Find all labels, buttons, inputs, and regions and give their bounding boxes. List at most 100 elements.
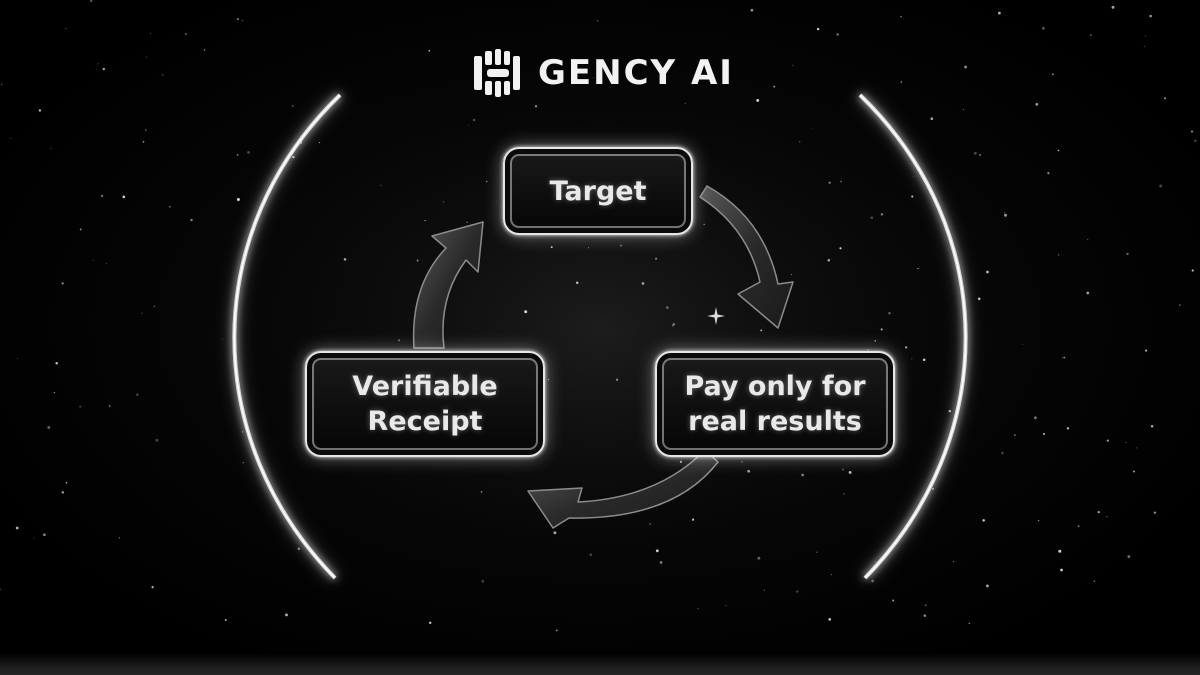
star bbox=[442, 200, 445, 203]
star bbox=[153, 305, 156, 308]
star bbox=[10, 137, 12, 139]
star bbox=[428, 621, 432, 625]
star bbox=[1127, 555, 1131, 559]
star bbox=[836, 33, 839, 36]
star bbox=[155, 438, 159, 442]
star bbox=[655, 257, 658, 260]
star bbox=[871, 579, 874, 583]
arrow-target-to-pay bbox=[699, 185, 794, 329]
star bbox=[190, 218, 193, 222]
star bbox=[922, 358, 926, 362]
star bbox=[760, 329, 763, 332]
star bbox=[467, 124, 469, 126]
star bbox=[0, 83, 3, 86]
star bbox=[1179, 304, 1181, 306]
star bbox=[587, 247, 590, 249]
star bbox=[203, 49, 206, 51]
star bbox=[796, 590, 799, 593]
star bbox=[1058, 254, 1060, 256]
star bbox=[1106, 516, 1108, 518]
star bbox=[184, 33, 187, 35]
right-bracket-arc bbox=[856, 91, 971, 582]
star bbox=[47, 426, 51, 429]
star bbox=[1086, 238, 1089, 241]
star bbox=[828, 181, 831, 184]
star bbox=[398, 339, 401, 342]
star bbox=[982, 519, 985, 522]
star bbox=[1043, 433, 1045, 435]
star bbox=[757, 556, 761, 560]
star bbox=[1149, 14, 1152, 18]
arrow-pay-to-receipt bbox=[527, 449, 719, 529]
star bbox=[495, 200, 497, 202]
star bbox=[79, 405, 82, 408]
star bbox=[684, 102, 686, 105]
star bbox=[43, 533, 46, 537]
star bbox=[1153, 511, 1157, 514]
star bbox=[747, 469, 751, 473]
star bbox=[801, 473, 804, 477]
star bbox=[917, 267, 919, 270]
star bbox=[92, 259, 94, 261]
star bbox=[1066, 427, 1070, 430]
star bbox=[741, 461, 743, 463]
star bbox=[550, 246, 553, 249]
star bbox=[236, 18, 239, 21]
star bbox=[65, 481, 68, 484]
star bbox=[1086, 291, 1090, 295]
star bbox=[912, 175, 914, 177]
star bbox=[122, 195, 126, 199]
star bbox=[428, 49, 431, 52]
star bbox=[911, 195, 914, 198]
sparkle-icon bbox=[707, 307, 725, 325]
star bbox=[95, 68, 97, 70]
star bbox=[799, 141, 801, 143]
star bbox=[97, 63, 99, 65]
star bbox=[1077, 525, 1080, 527]
star bbox=[830, 574, 832, 576]
star bbox=[725, 604, 727, 606]
stacked-bars-logo-icon bbox=[474, 49, 520, 97]
star bbox=[1150, 425, 1154, 428]
star bbox=[592, 77, 594, 79]
star bbox=[1093, 580, 1096, 583]
star bbox=[318, 141, 321, 144]
brand-name: GENCY AI bbox=[538, 53, 734, 93]
star bbox=[485, 180, 488, 183]
star bbox=[247, 151, 250, 154]
star bbox=[692, 518, 695, 521]
star bbox=[144, 129, 147, 131]
star bbox=[142, 141, 145, 143]
star bbox=[880, 328, 883, 331]
star bbox=[1004, 212, 1006, 214]
star bbox=[106, 263, 108, 265]
star bbox=[1194, 139, 1197, 142]
star bbox=[848, 470, 852, 474]
star bbox=[923, 614, 926, 617]
star bbox=[141, 312, 143, 314]
star bbox=[892, 599, 895, 602]
star bbox=[1052, 73, 1054, 75]
star bbox=[974, 151, 977, 155]
star bbox=[151, 586, 154, 589]
star bbox=[968, 623, 970, 625]
star bbox=[659, 561, 663, 564]
star bbox=[241, 20, 243, 22]
star bbox=[589, 553, 592, 556]
star bbox=[697, 607, 699, 610]
star bbox=[615, 378, 619, 381]
star bbox=[597, 20, 599, 22]
star bbox=[816, 27, 820, 31]
star bbox=[1136, 447, 1138, 449]
star bbox=[146, 56, 148, 58]
brand-header: GENCY AI bbox=[470, 44, 734, 102]
star bbox=[424, 219, 426, 222]
star bbox=[1145, 349, 1148, 352]
star bbox=[150, 33, 151, 34]
star bbox=[553, 531, 557, 535]
star bbox=[575, 281, 579, 284]
star bbox=[38, 109, 42, 112]
star bbox=[1004, 213, 1007, 217]
star bbox=[285, 613, 288, 617]
